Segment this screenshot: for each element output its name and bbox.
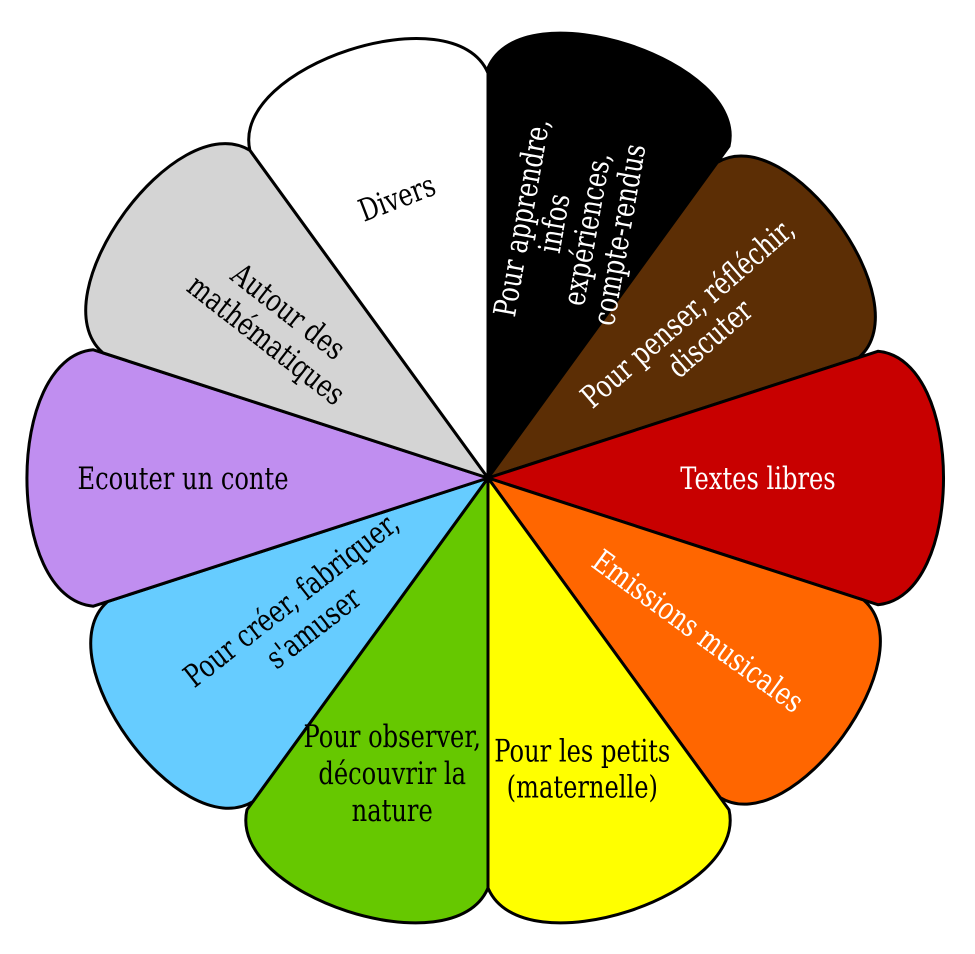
petal-conte[interactable]: [25, 348, 490, 608]
petal-label-line: Pour les petits: [494, 732, 670, 769]
petal-penser[interactable]: [486, 154, 877, 480]
petal-label-textes-libres: Textes libres: [680, 460, 835, 497]
petal-mathematiques[interactable]: [84, 142, 490, 480]
petal-textes-libres[interactable]: [486, 349, 945, 607]
petal-label-line: nature: [352, 791, 433, 828]
petal-label-conte: Ecouter un conte: [78, 460, 289, 497]
petal-label-line: Pour observer,: [303, 717, 480, 754]
petal-apprendre[interactable]: [486, 31, 732, 480]
petal-petits[interactable]: [486, 476, 732, 925]
petal-emissions-musicales[interactable]: [486, 476, 882, 806]
petal-label-petits: Pour les petits(maternelle): [494, 732, 670, 805]
petal-label-line: Ecouter un conte: [78, 460, 289, 497]
petal-creer[interactable]: [89, 476, 490, 810]
petal-observer[interactable]: [244, 476, 490, 925]
petal-label-line: Textes libres: [680, 460, 835, 497]
wheel-petals: [25, 31, 945, 925]
petal-divers[interactable]: [247, 37, 490, 480]
petal-label-line: (maternelle): [507, 768, 658, 805]
petal-label-line: découvrir la: [318, 754, 466, 791]
